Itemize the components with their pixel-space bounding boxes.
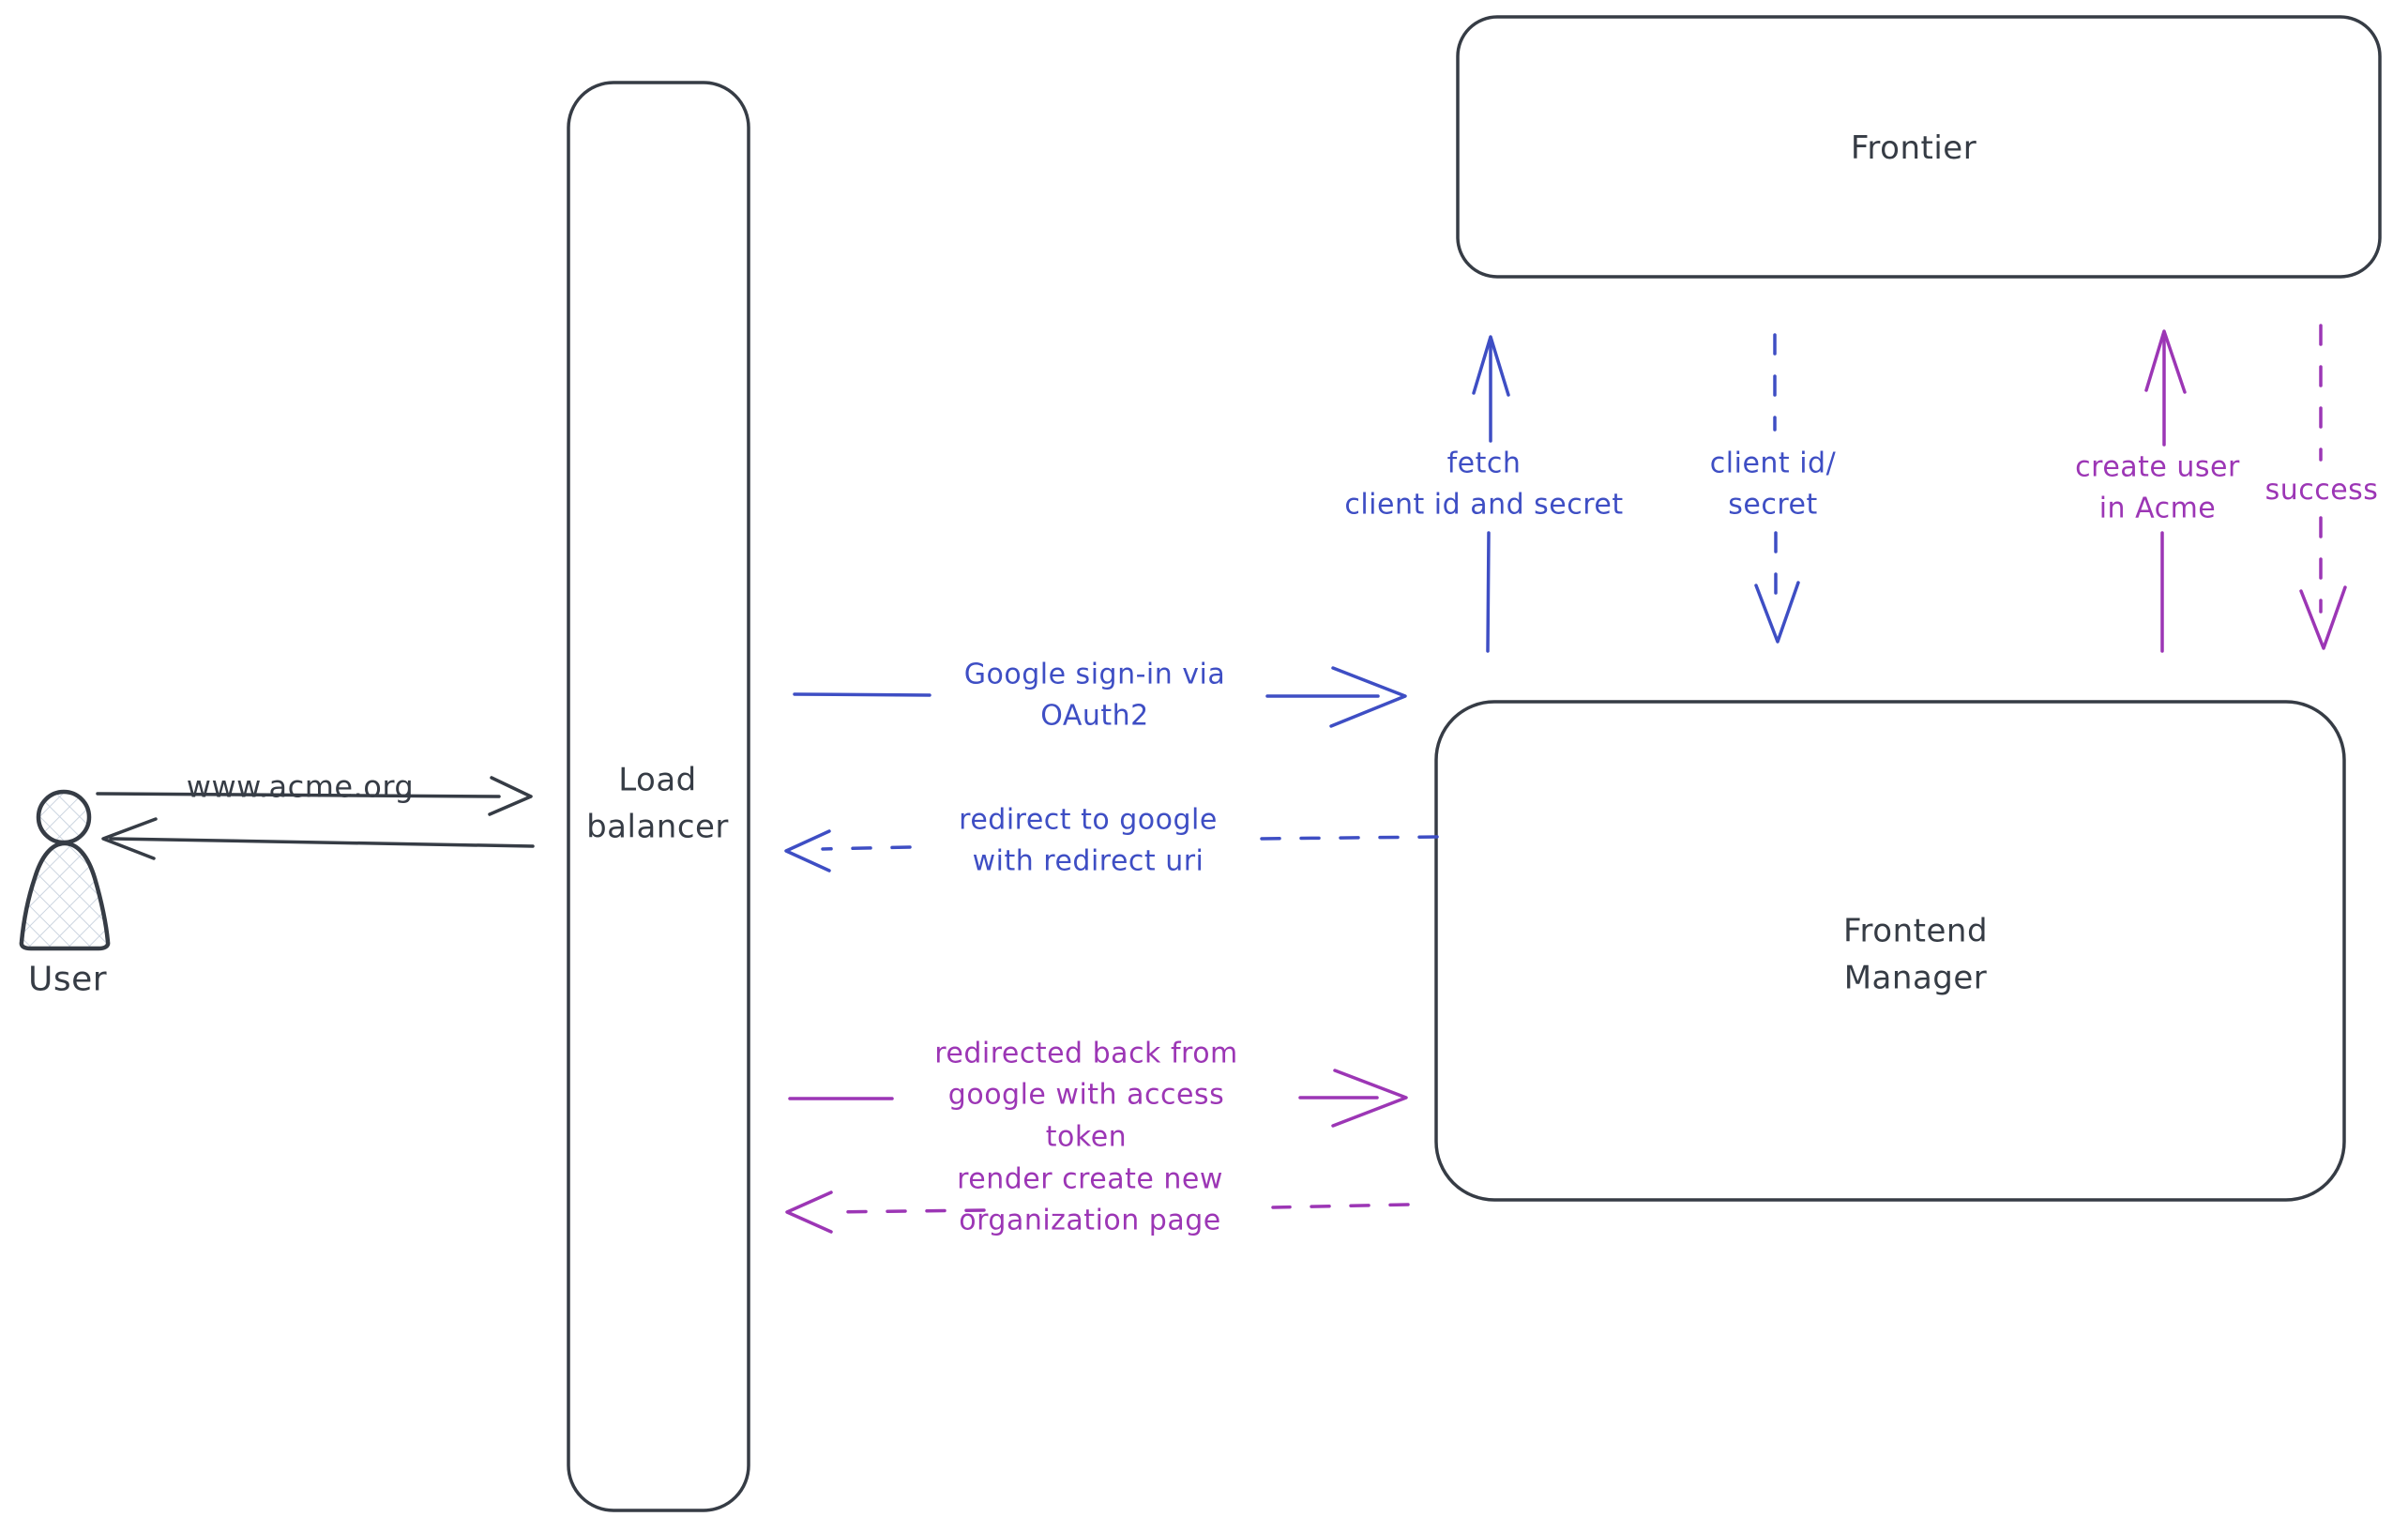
- redirected-back-label-line1: redirected back from: [934, 1037, 1238, 1070]
- frontend-manager-label-line1: Frontend: [1842, 912, 1989, 950]
- user-label: User: [27, 960, 108, 999]
- load-balancer-box: [567, 81, 750, 1512]
- arrow-render-page: [785, 1191, 1410, 1234]
- user-head: [36, 789, 92, 845]
- create-user-label: create user in Acme: [2075, 447, 2240, 531]
- render-page-label: render create new organization page: [957, 1160, 1223, 1243]
- arrow-redirected-back: [788, 1069, 1408, 1128]
- redirect-google-label-line1: redirect to google: [959, 803, 1218, 837]
- acme-request-label: www.acme.org: [186, 768, 415, 805]
- create-user-label-line2: in Acme: [2098, 493, 2217, 525]
- frontier-label: Frontier: [1850, 129, 1977, 167]
- client-id-secret-label-line1: client id/: [1709, 447, 1837, 480]
- arrow-acme-response: [101, 817, 535, 860]
- arrow-success: [2299, 324, 2347, 650]
- fetch-secret-label-line1: fetch: [1446, 447, 1522, 480]
- load-balancer-label-line2: balancer: [586, 809, 729, 846]
- load-balancer-label-line1: Load: [618, 761, 697, 799]
- arrow-fetch-secret: [1472, 335, 1510, 653]
- arrow-client-id-secret: [1754, 333, 1800, 644]
- google-signin-label-line2: OAuth2: [1040, 700, 1149, 733]
- redirect-google-label-line2: with redirect uri: [972, 845, 1204, 878]
- fetch-secret-label: fetch client id and secret: [1344, 444, 1623, 527]
- google-signin-label-line1: Google sign-in via: [963, 658, 1226, 691]
- arrow-create-user: [2144, 329, 2187, 653]
- frontend-manager-label-line2: Manager: [1843, 960, 1988, 997]
- create-user-label-line1: create user: [2075, 450, 2240, 484]
- arrow-redirect-google: [784, 829, 1439, 872]
- arrow-google-signin: [793, 666, 1407, 728]
- fetch-secret-label-line2: client id and secret: [1344, 489, 1624, 522]
- success-label: success: [2264, 473, 2379, 507]
- render-page-label-line1: render create new: [957, 1162, 1223, 1196]
- user-figure: [19, 789, 111, 951]
- frontend-manager-box: [1434, 700, 2346, 1202]
- frontend-manager-label: Frontend Manager: [1843, 908, 1988, 1003]
- frontier-box: [1456, 15, 2382, 279]
- arrow-acme-request: [96, 776, 533, 816]
- client-id-secret-label: client id/ secret: [1710, 444, 1836, 527]
- client-id-secret-label-line2: secret: [1728, 489, 1818, 522]
- redirected-back-label: redirected back from google with access …: [934, 1033, 1238, 1158]
- google-signin-label: Google sign-in via OAuth2: [964, 655, 1226, 738]
- load-balancer-label: Load balancer: [586, 757, 729, 852]
- redirect-google-label: redirect to google with redirect uri: [959, 800, 1218, 884]
- redirected-back-label-line3: token: [1045, 1120, 1128, 1154]
- render-page-label-line2: organization page: [959, 1205, 1221, 1237]
- user-body: [19, 841, 111, 951]
- redirected-back-label-line2: google with access: [947, 1078, 1225, 1112]
